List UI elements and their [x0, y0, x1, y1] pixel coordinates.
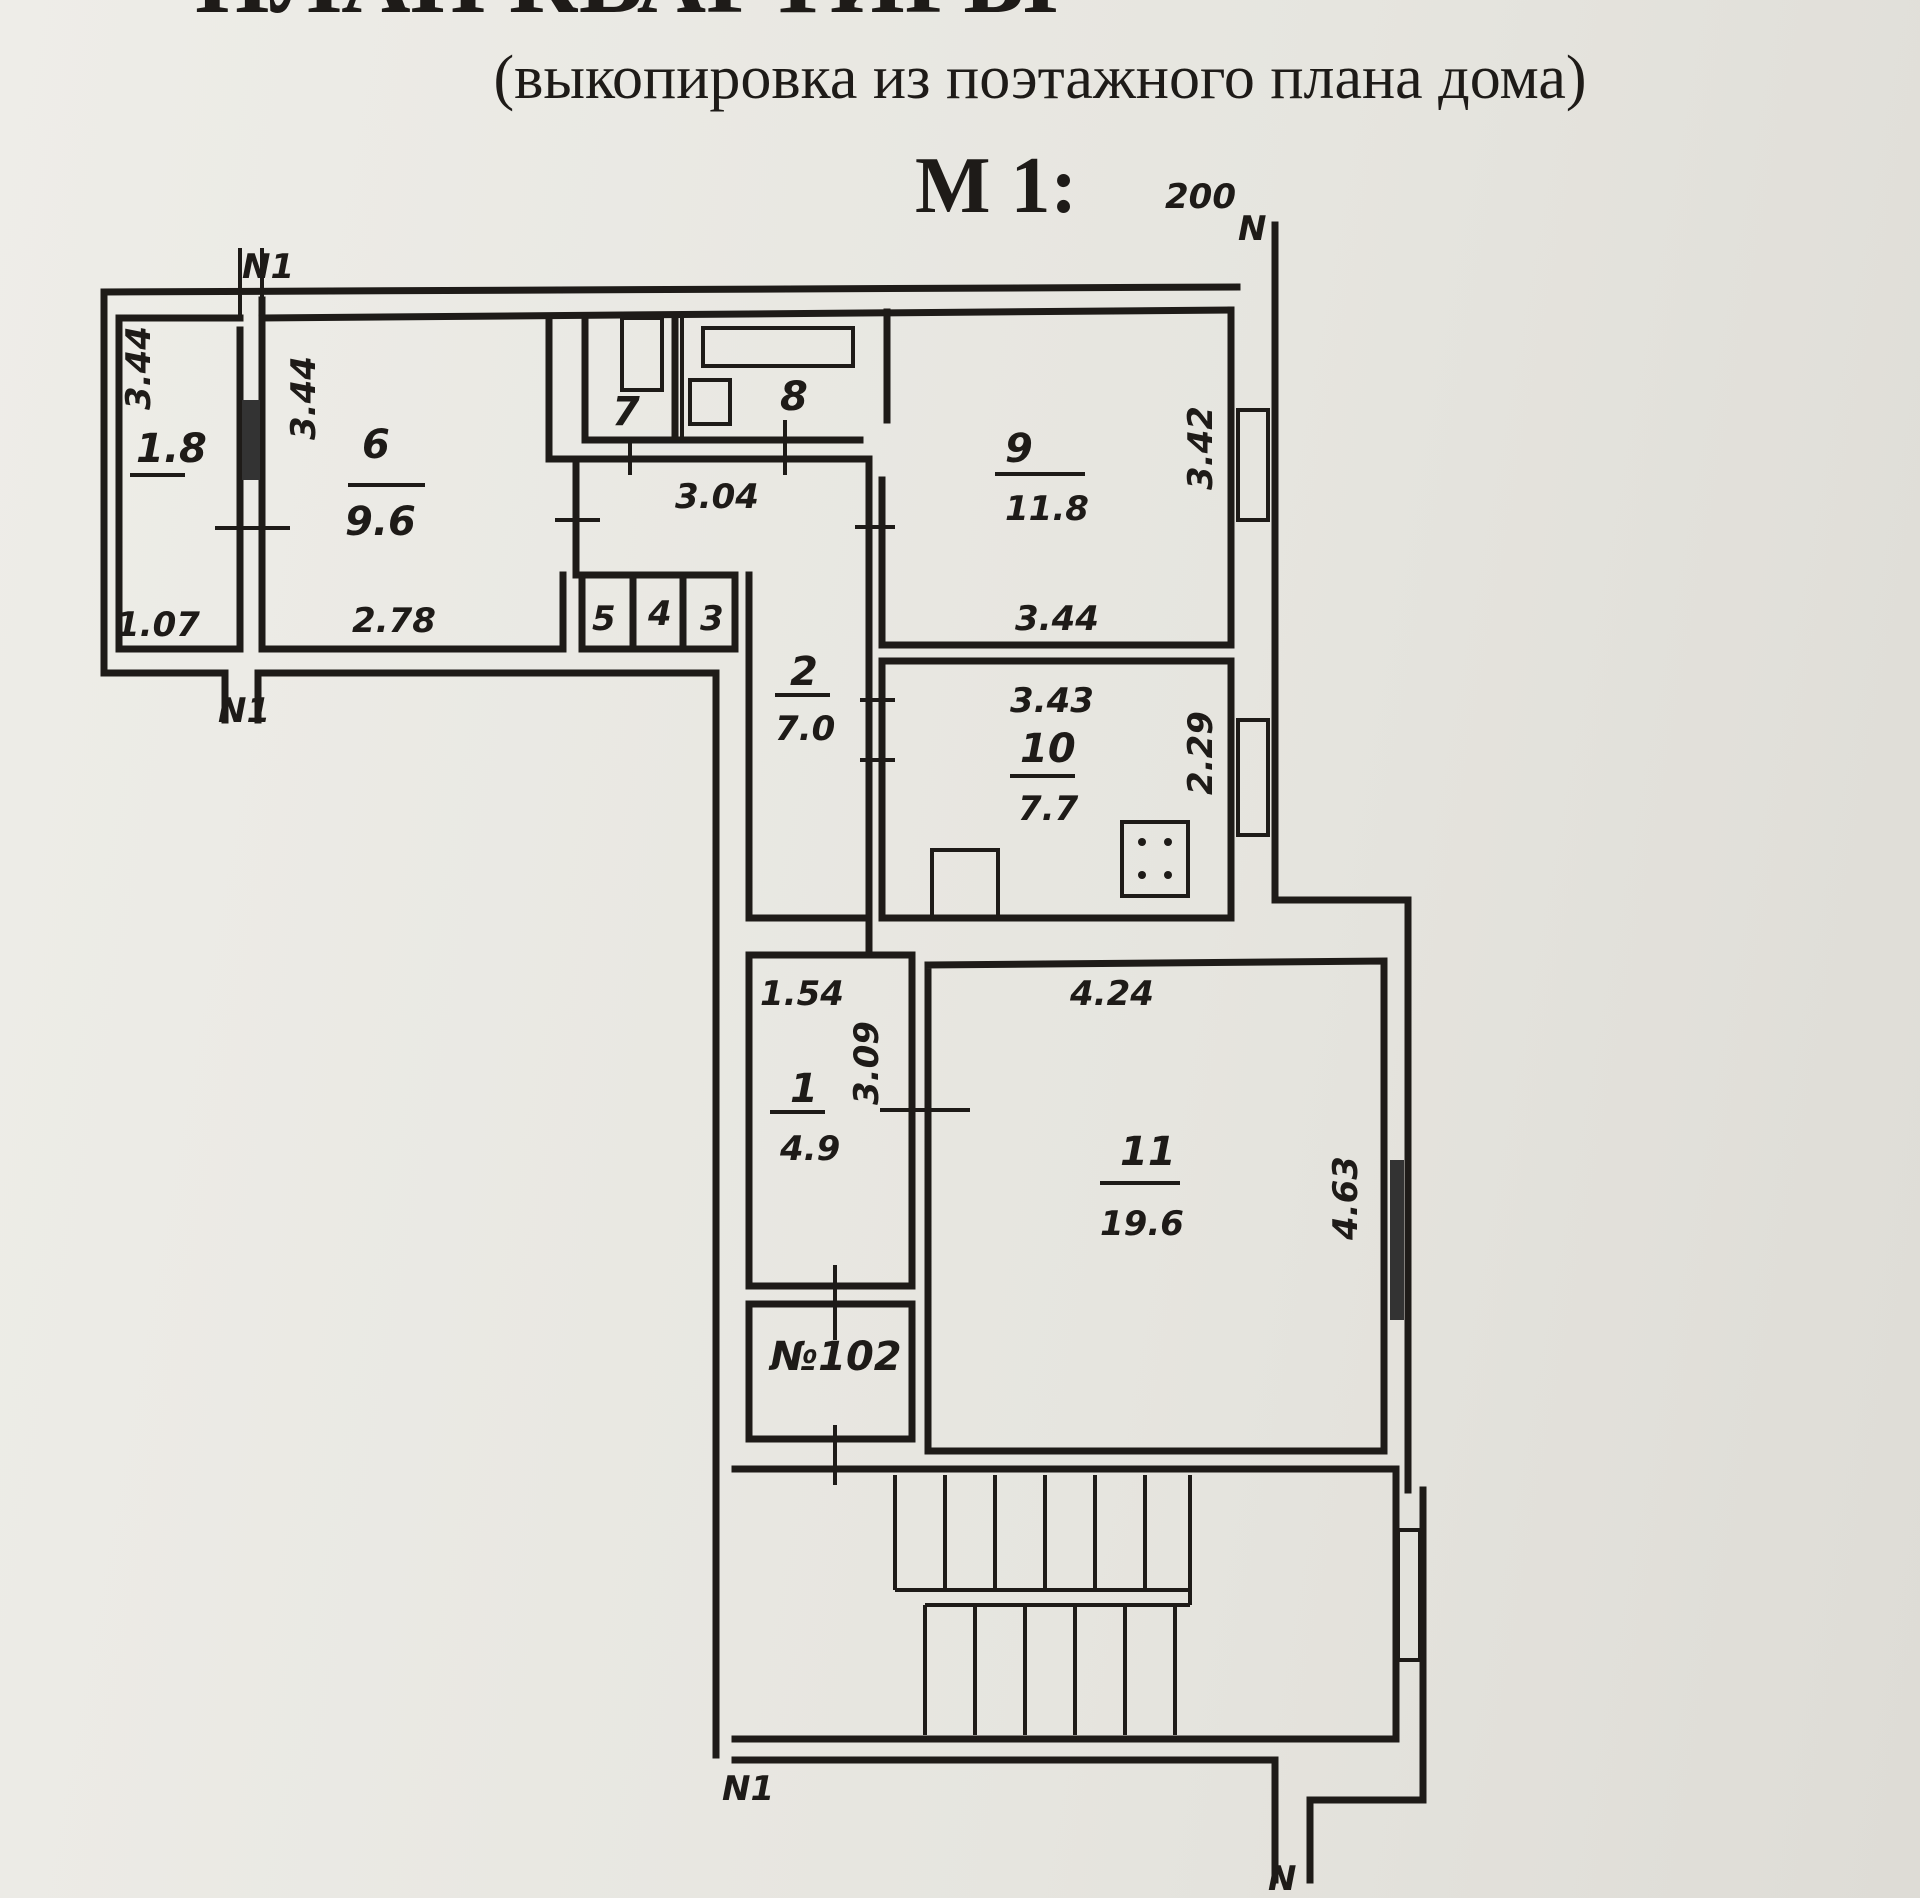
bathtub-icon [701, 326, 855, 368]
area-room-1: 4.9 [779, 1129, 840, 1169]
room-balcony: 3.44 1.8 1.07 [116, 326, 207, 645]
room-10: 3.43 10 7.7 2.29 [1010, 681, 1221, 829]
window-icon [1396, 1528, 1422, 1662]
dim-room-11-width: 4.24 [1069, 974, 1154, 1014]
dim-room-1-width: 1.54 [760, 974, 844, 1014]
dim-corridor: 3.04 [675, 477, 759, 517]
dim-balcony-width: 1.07 [116, 605, 200, 645]
dim-balcony-length: 3.44 [119, 326, 159, 410]
scale-value: 200 [1165, 177, 1236, 217]
room-number-1: 1 [790, 1066, 818, 1112]
dim-room-10-height: 2.29 [1181, 711, 1221, 795]
window-icon [1236, 718, 1270, 837]
dim-room-6-length: 3.44 [284, 356, 324, 440]
room-2: 2 7.0 [775, 649, 835, 749]
stairs [893, 1475, 1192, 1735]
dim-room-10-width: 3.43 [1010, 681, 1094, 721]
area-balcony: 1.8 [136, 426, 207, 472]
area-room-11: 19.6 [1100, 1204, 1184, 1244]
scale-prefix: М 1: [915, 142, 1077, 230]
room-number-11: 11 [1120, 1129, 1176, 1175]
room-11: 4.24 11 19.6 4.63 [1069, 974, 1366, 1244]
window-icon [1236, 408, 1270, 522]
dim-room-1-length: 3.09 [847, 1021, 887, 1105]
dim-room-6-width: 2.78 [352, 601, 436, 641]
axis-top-right: N [1238, 209, 1266, 249]
room-number-6: 6 [362, 422, 390, 468]
axis-top-left: N1 [242, 247, 294, 287]
room-9: 9 11.8 3.42 3.44 [995, 406, 1221, 639]
room-number-10: 10 [1020, 726, 1076, 772]
room-number-9: 9 [1005, 426, 1033, 472]
axis-lower-left: N1 [722, 1769, 774, 1809]
dim-room-9-height: 3.42 [1181, 406, 1221, 490]
room-number-7: 7 [612, 389, 640, 435]
room-1: 1.54 3.09 1 4.9 [760, 974, 887, 1169]
room-number-3: 3 [700, 599, 724, 639]
door-marks [555, 420, 970, 1485]
area-room-10: 7.7 [1018, 789, 1079, 829]
dim-room-9-width: 3.44 [1015, 599, 1099, 639]
fridge-icon [930, 848, 1000, 920]
area-room-9: 11.8 [1005, 489, 1089, 529]
room-102-outline [745, 1300, 916, 1443]
room-10-outline [878, 657, 1235, 922]
room-number-2: 2 [790, 649, 818, 695]
room-number-4: 4 [647, 594, 672, 634]
room-1-outline [745, 951, 916, 1290]
window-icon [242, 400, 260, 480]
stove-icon [1120, 820, 1190, 898]
subtitle: (выкопировка из поэтажного плана дома) [493, 44, 1586, 112]
apartment-number: №102 [768, 1334, 902, 1380]
toilet-icon [620, 316, 664, 392]
sink-icon [688, 378, 732, 426]
dim-room-11-length: 4.63 [1326, 1156, 1366, 1241]
walls [100, 221, 1427, 1884]
area-room-6: 9.6 [345, 499, 416, 545]
room-number-5: 5 [592, 599, 616, 639]
room-number-8: 8 [780, 374, 808, 420]
title-cropped: ПЛАН КВАРТИРЫ [195, 0, 1058, 33]
area-room-2: 7.0 [775, 709, 835, 749]
room-6: 3.44 6 9.6 2.78 [284, 356, 436, 641]
window-icon [1390, 1160, 1404, 1320]
closets [578, 571, 739, 653]
